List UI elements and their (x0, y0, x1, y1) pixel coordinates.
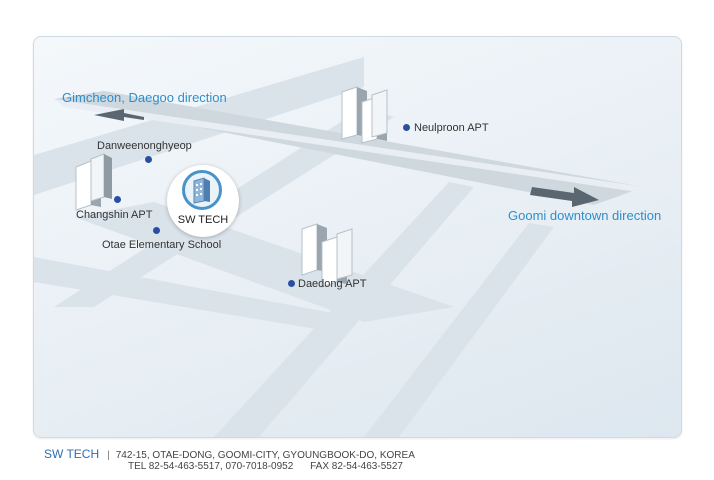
footer-brand: SW TECH (44, 447, 100, 461)
arrow-right-icon (530, 187, 599, 207)
building-icon (193, 177, 210, 204)
building-icon (341, 86, 388, 144)
place-label-danweenonghyeop: Danweenonghyeop (97, 140, 192, 152)
footer-address: 742-15, OTAE-DONG, GOOMI-CITY, GYOUNGBOO… (115, 450, 415, 461)
building-icon (301, 223, 353, 288)
location-dot-icon (288, 280, 295, 287)
location-dot-icon (114, 196, 121, 203)
arrow-left-icon (94, 109, 144, 121)
building-icon (75, 153, 112, 211)
road-diagonal-4 (364, 223, 554, 437)
location-dot-icon (153, 227, 160, 234)
road-cross-2 (34, 257, 354, 332)
road-cross-1 (74, 202, 454, 322)
marker-ring (182, 170, 222, 210)
direction-label-right: Goomi downtown direction (508, 208, 662, 223)
place-label-daedong: Daedong APT (298, 278, 367, 290)
company-marker[interactable]: SW TECH (167, 165, 239, 237)
place-label-neulproon: Neulproon APT (414, 122, 489, 134)
direction-label-left: Gimcheon, Daegoo direction (62, 90, 227, 105)
place-label-otae-school: Otae Elementary School (102, 239, 222, 251)
location-dot-icon (145, 156, 152, 163)
company-label: SW TECH (177, 214, 229, 226)
footer-fax: FAX 82-54-463-5527 (310, 461, 403, 472)
footer-tel: TEL 82-54-463-5517, 070-7018-0952 (128, 461, 294, 472)
footer-separator: | (107, 450, 110, 461)
location-map: Gimcheon, Daegoo direction Goomi downtow… (33, 36, 682, 438)
place-label-changshin: Changshin APT (76, 209, 153, 221)
location-dot-icon (403, 124, 410, 131)
footer: SW TECH | 742-15, OTAE-DONG, GOOMI-CITY, G… (44, 447, 415, 472)
